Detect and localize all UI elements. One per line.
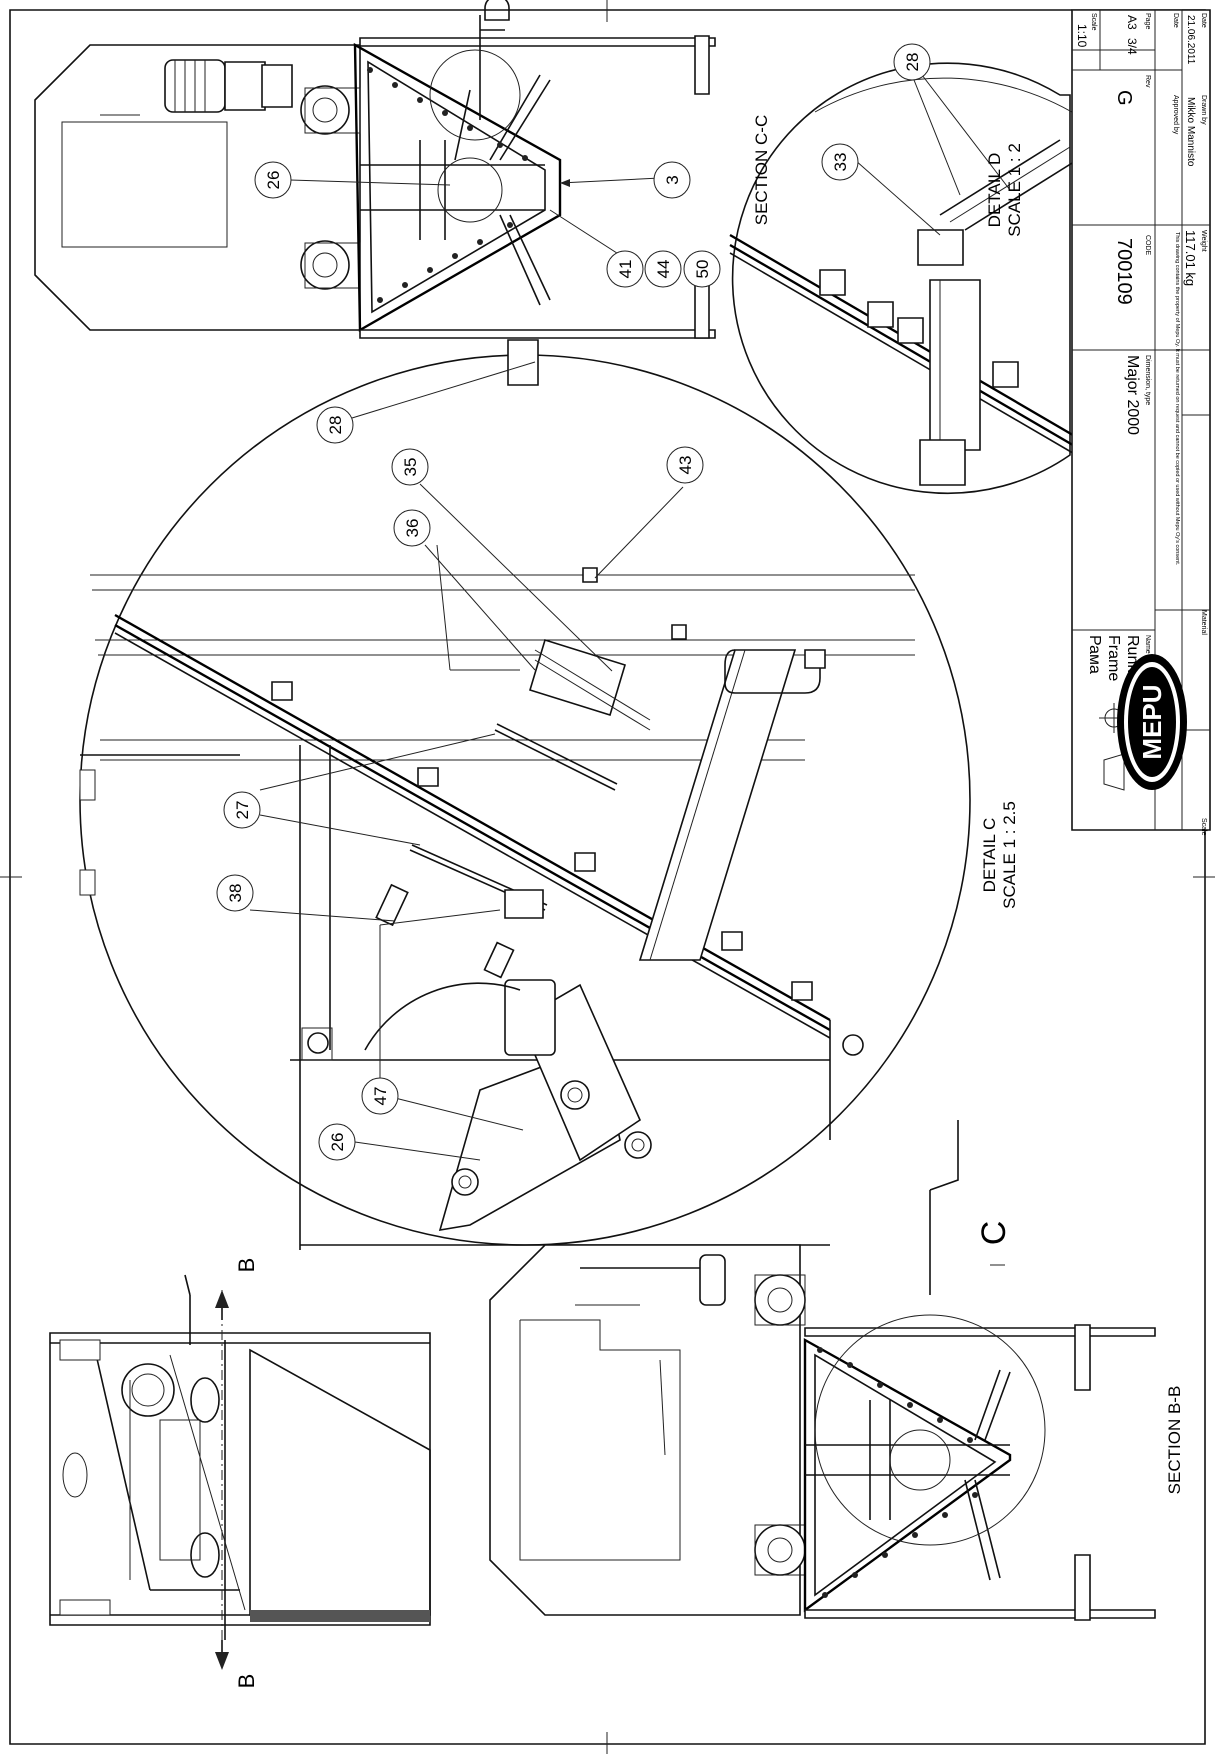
svg-text:26: 26	[328, 1133, 347, 1152]
balloon-28-detail: 28	[317, 407, 353, 443]
tb-page: 3/4	[1125, 38, 1139, 55]
section-cc-title: SECTION C-C	[752, 115, 771, 226]
balloon-36: 36	[394, 510, 430, 546]
svg-text:28: 28	[326, 416, 345, 435]
detail-d-balloons: 33 28	[822, 44, 1010, 235]
tb-notice: This drawing contains the property of Me…	[1174, 232, 1180, 566]
tb-drawn-by-label: Drawn by	[1200, 95, 1207, 125]
balloon-41: 41	[607, 251, 643, 287]
tb-code: 700109	[1113, 238, 1135, 305]
balloon-35: 35	[392, 449, 428, 485]
detail-c-scale: SCALE 1 : 2.5	[1000, 801, 1019, 909]
tb-date: 21.06.2011	[1185, 15, 1196, 65]
balloon-38: 38	[217, 875, 253, 911]
svg-text:26: 26	[264, 171, 283, 190]
balloon-47: 47	[362, 1078, 398, 1114]
detail-d-view	[730, 63, 1090, 493]
svg-text:28: 28	[903, 53, 922, 72]
balloon-27: 27	[224, 792, 260, 828]
tb-material-label: Material	[1200, 610, 1207, 635]
tb-name-line3: Рама	[1086, 635, 1103, 674]
balloon-44: 44	[645, 251, 681, 287]
tb-name-label: Name	[1144, 635, 1151, 654]
svg-text:41: 41	[616, 260, 635, 279]
balloon-26-top: 26	[255, 162, 291, 198]
tb-scale2-label: Scale	[1090, 13, 1097, 31]
section-bb-view	[490, 1120, 1155, 1620]
top-frame-view	[35, 0, 715, 338]
cut-marker-b-bottom: B	[234, 1674, 259, 1689]
detail-c-view	[80, 340, 970, 1250]
tb-code-label: CODE	[1144, 235, 1151, 256]
tb-date2-label: Date	[1172, 13, 1179, 28]
svg-text:C: C	[975, 1221, 1013, 1246]
balloon-50: 50	[684, 251, 720, 287]
detail-c-marker: C	[975, 1221, 1013, 1265]
svg-text:3: 3	[663, 175, 682, 184]
tb-weight: 117.01 kg	[1183, 230, 1198, 286]
section-bb-title: SECTION B-B	[1165, 1386, 1184, 1495]
svg-text:38: 38	[226, 884, 245, 903]
balloon-26-detail: 26	[319, 1124, 355, 1160]
title-block: Date 21.06.2011 Date Drawn by Mikko Mann…	[1072, 10, 1210, 836]
tb-drawn-by: Mikko Mannisto	[1185, 97, 1196, 167]
section-b-cut-markers: B B	[215, 1258, 259, 1689]
tb-approved-by-label: Approved by	[1172, 95, 1179, 135]
svg-text:47: 47	[371, 1087, 390, 1106]
tb-scale: 1:10	[1075, 24, 1089, 48]
side-view-lower-left	[50, 1275, 430, 1640]
svg-text:43: 43	[676, 456, 695, 475]
top-view-balloons: 26 3 41 44 50	[255, 162, 720, 287]
detail-c-title: DETAIL C	[980, 818, 999, 893]
detail-c-balloons: 28 35 36 43 27 38 47 26	[217, 362, 703, 1160]
detail-d-title: DETAIL D	[985, 153, 1004, 228]
svg-text:27: 27	[233, 801, 252, 820]
tb-format: A3	[1125, 15, 1139, 30]
svg-text:44: 44	[654, 260, 673, 279]
balloon-3: 3	[654, 162, 690, 198]
tb-rev-label: Rev	[1144, 75, 1151, 88]
cut-marker-b-top: B	[234, 1258, 259, 1273]
tb-weight-label: Weight	[1200, 230, 1207, 252]
tb-scale-label: Scale	[1200, 818, 1207, 836]
tb-name-line2: Frame	[1105, 635, 1122, 681]
svg-text:MEPU: MEPU	[1137, 684, 1167, 759]
balloon-28-cc: 28	[894, 44, 930, 80]
tb-page-label: Page	[1144, 13, 1151, 29]
tb-dimension-label: Dimension, type	[1144, 355, 1151, 405]
mepu-logo: MEPU	[1117, 654, 1187, 790]
svg-text:35: 35	[401, 458, 420, 477]
svg-text:36: 36	[403, 519, 422, 538]
balloon-33: 33	[822, 144, 858, 180]
tb-dimension: Major 2000	[1124, 355, 1141, 435]
detail-d-scale: SCALE 1 : 2	[1005, 143, 1024, 237]
balloon-43: 43	[667, 447, 703, 483]
tb-date-label: Date	[1200, 13, 1207, 28]
tb-rev: G	[1113, 90, 1135, 106]
svg-text:50: 50	[693, 260, 712, 279]
svg-text:33: 33	[831, 153, 850, 172]
